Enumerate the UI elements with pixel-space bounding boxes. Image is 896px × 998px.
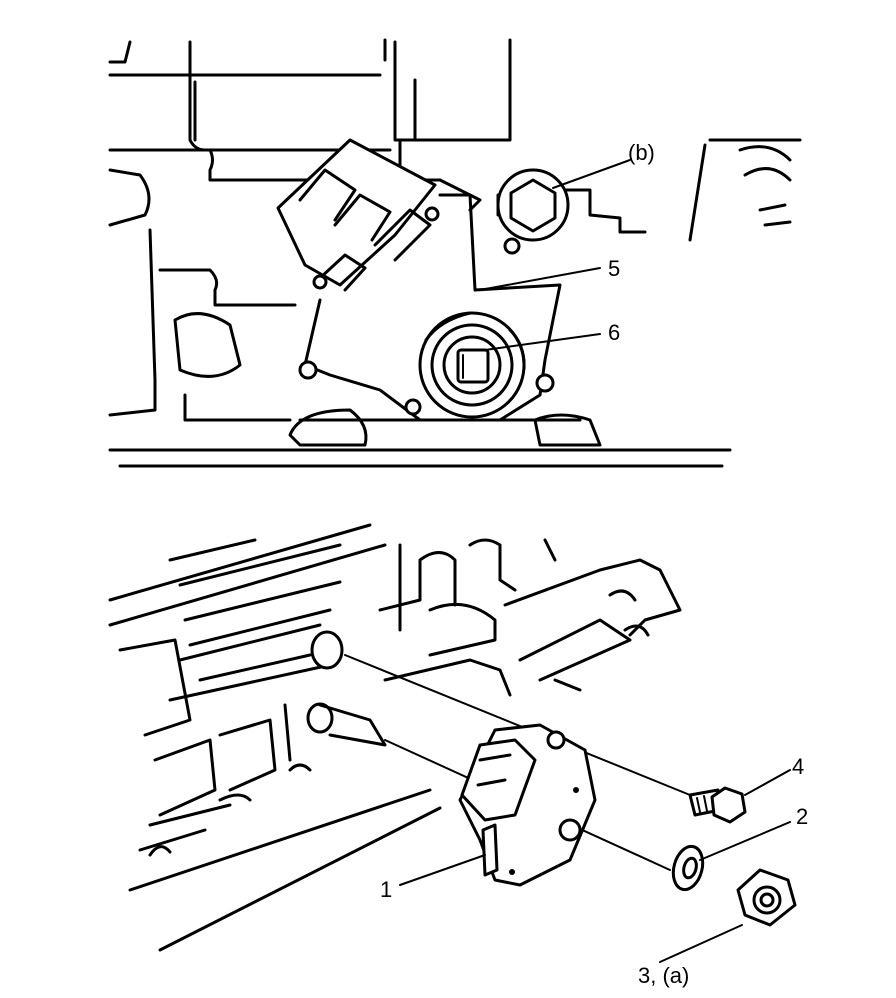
bolt-head-icon bbox=[298, 360, 318, 380]
callout-3a: 3, (a) bbox=[638, 963, 689, 988]
washer-2 bbox=[671, 844, 705, 892]
callout-b: (b) bbox=[628, 140, 655, 165]
callout-1: 1 bbox=[380, 877, 392, 902]
sensor-connector-top bbox=[276, 138, 440, 292]
callout-5: 5 bbox=[608, 256, 620, 281]
callout-6: 6 bbox=[608, 320, 620, 345]
top-view: (b) 5 6 bbox=[108, 38, 802, 468]
range-sensor-1 bbox=[458, 723, 597, 887]
nut-3 bbox=[736, 868, 797, 927]
callout-4: 4 bbox=[792, 754, 804, 779]
manual-shaft-6 bbox=[418, 311, 526, 419]
manual-lever-nut-b bbox=[496, 168, 570, 255]
sensor-mounting-plate bbox=[303, 193, 562, 422]
transmission-case-top bbox=[108, 38, 802, 468]
transmission-case-bottom bbox=[108, 523, 682, 952]
bolt-4 bbox=[688, 786, 747, 824]
bottom-view: 4 2 1 3, (a) bbox=[108, 523, 808, 988]
callout-2: 2 bbox=[796, 804, 808, 829]
